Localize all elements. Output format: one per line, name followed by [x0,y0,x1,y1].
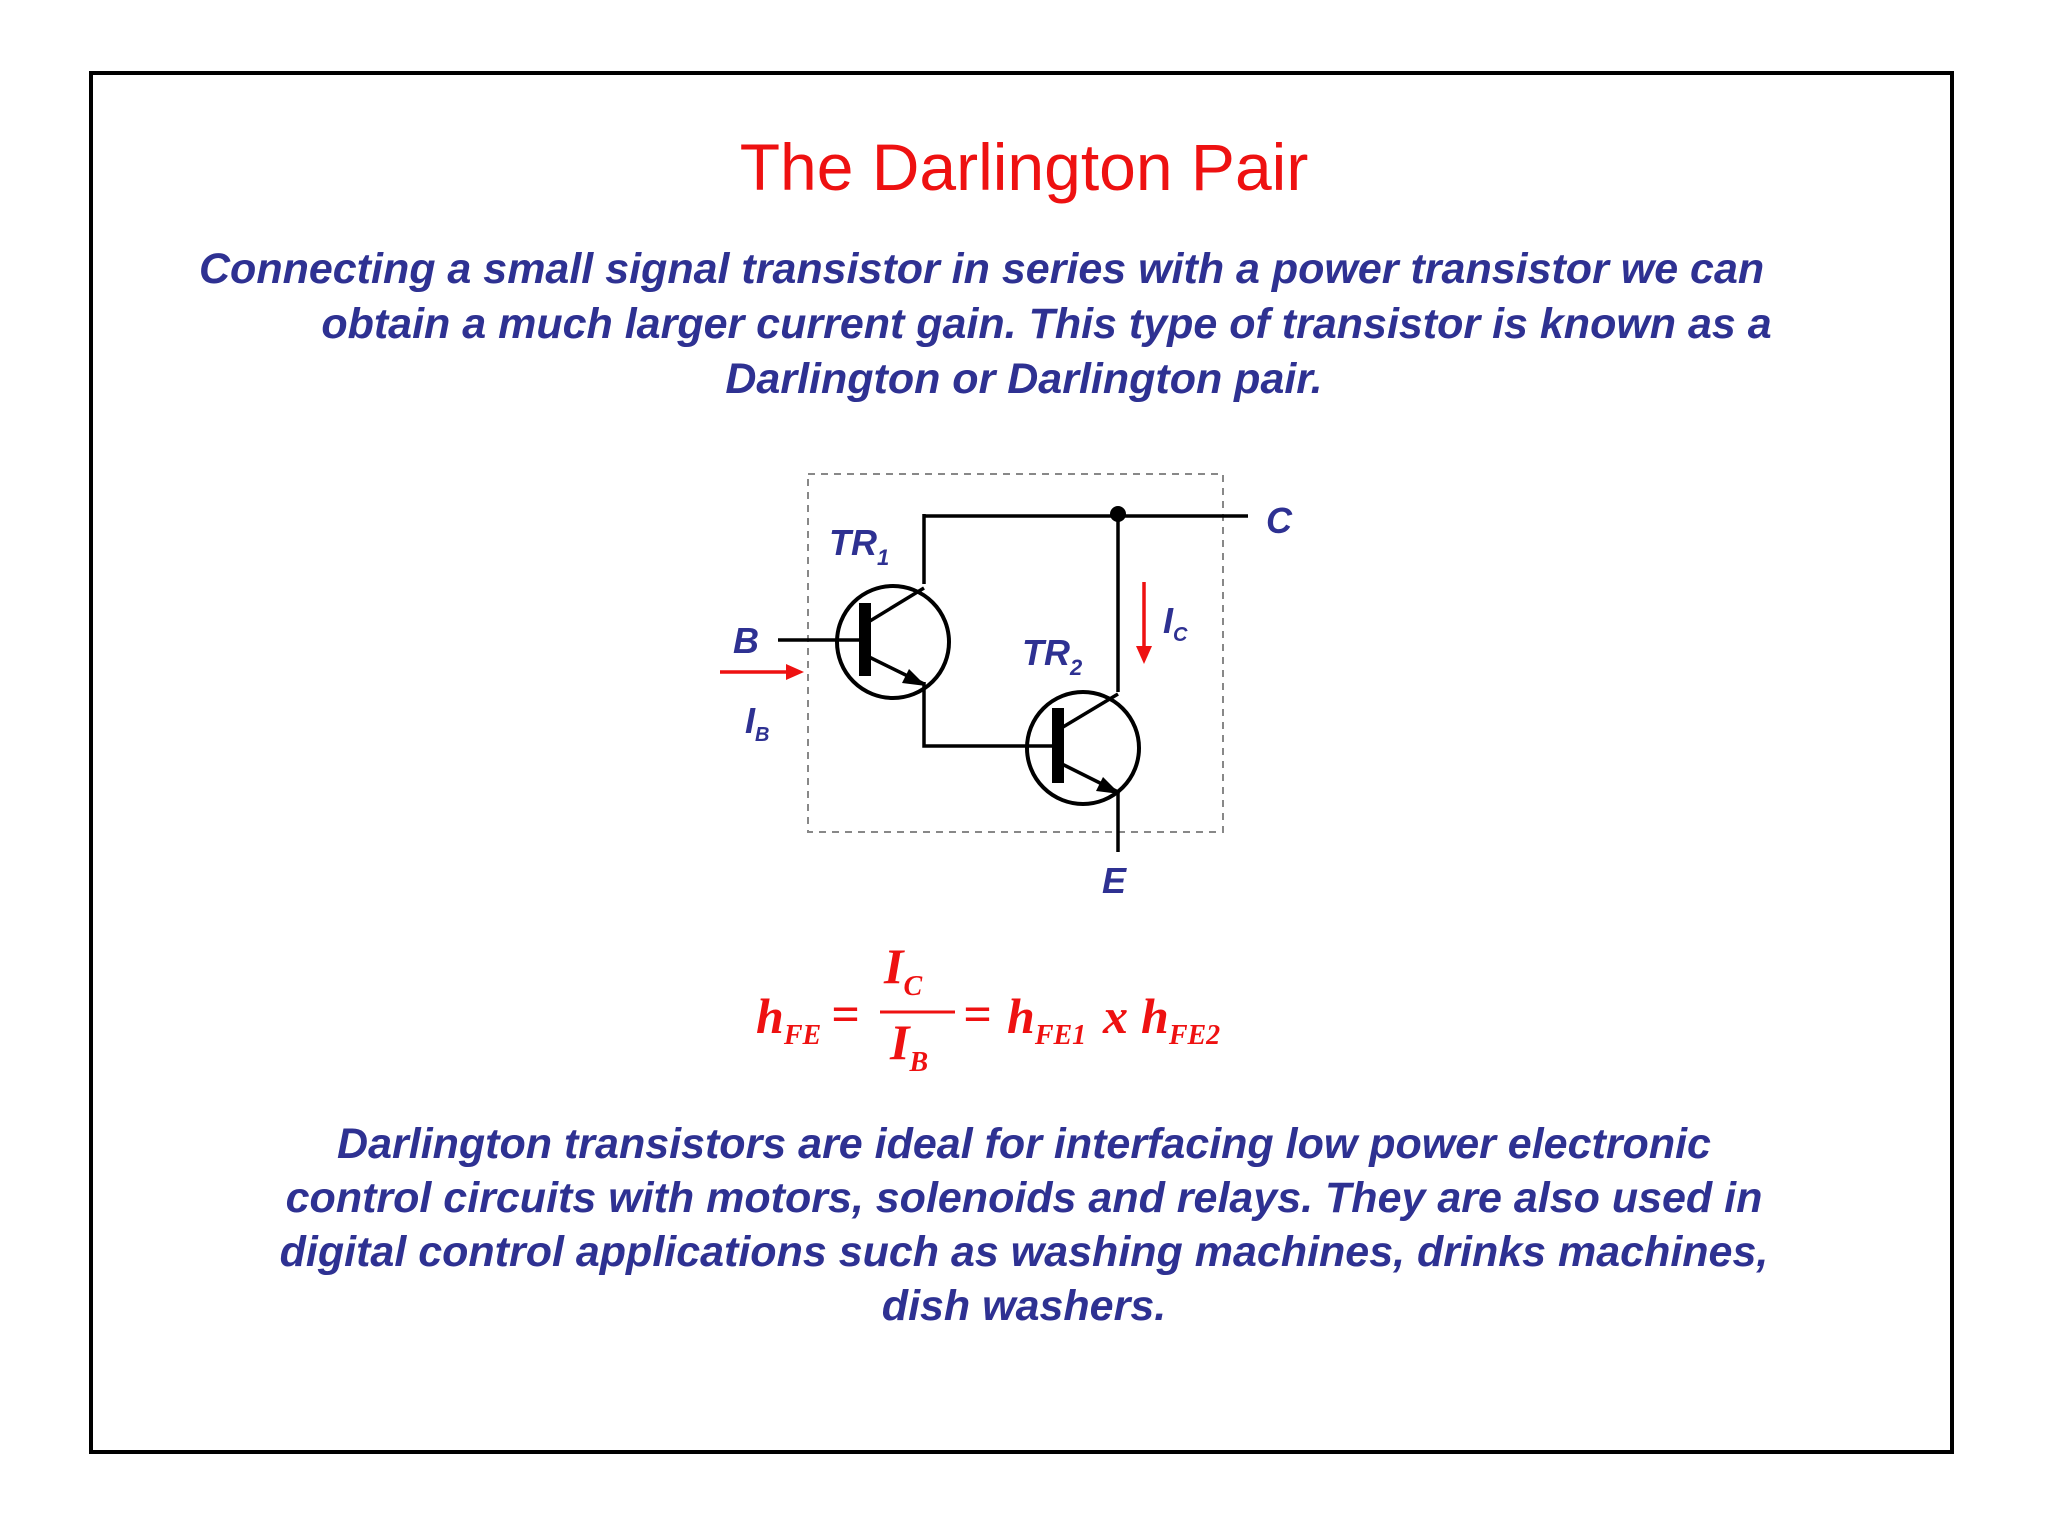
formula-times: x [1102,988,1128,1044]
tr1-label: TR1 [829,522,889,570]
outro-line: control circuits with motors, solenoids … [285,1174,1763,1222]
transistor-tr1 [835,584,951,700]
intro-line: Connecting a small signal transistor in … [199,245,1765,293]
outro-paragraph: Darlington transistors are ideal for int… [150,1117,1898,1333]
terminal-b-label: B [733,620,759,661]
transistor-tr2 [1025,690,1141,806]
formula-equals: = [831,986,860,1042]
formula-term1: hFE1 [1007,988,1086,1051]
intro-line: obtain a much larger current gain. This … [321,300,1772,348]
formula-denominator: IB [889,1014,928,1078]
tr1-emitter-wire [922,682,1058,748]
slide-title: The Darlington Pair [739,130,1309,204]
collector-current-label: IC [1163,600,1188,646]
intro-line: Darlington or Darlington pair. [725,355,1323,403]
formula-numerator: IC [883,938,922,1002]
formula-equals-2: = [963,986,992,1042]
gain-formula: hFE = IC IB = hFE1 x hFE2 [756,938,1220,1078]
collector-current-arrow [1136,582,1152,664]
formula-lhs: hFE [756,988,821,1051]
package-outline [807,473,1224,833]
tr2-label: TR2 [1022,632,1083,680]
intro-paragraph: Connecting a small signal transistor in … [150,242,1898,407]
terminal-c-label: C [1266,500,1293,541]
base-current-arrow [720,664,804,680]
outro-line: digital control applications such as was… [279,1228,1769,1276]
terminal-e-label: E [1102,860,1127,901]
slide-frame [89,71,1954,1454]
formula-term2: hFE2 [1141,988,1220,1051]
base-current-label: IB [745,700,769,746]
outro-line: dish washers. [881,1282,1167,1330]
outro-line: Darlington transistors are ideal for int… [337,1120,1711,1168]
